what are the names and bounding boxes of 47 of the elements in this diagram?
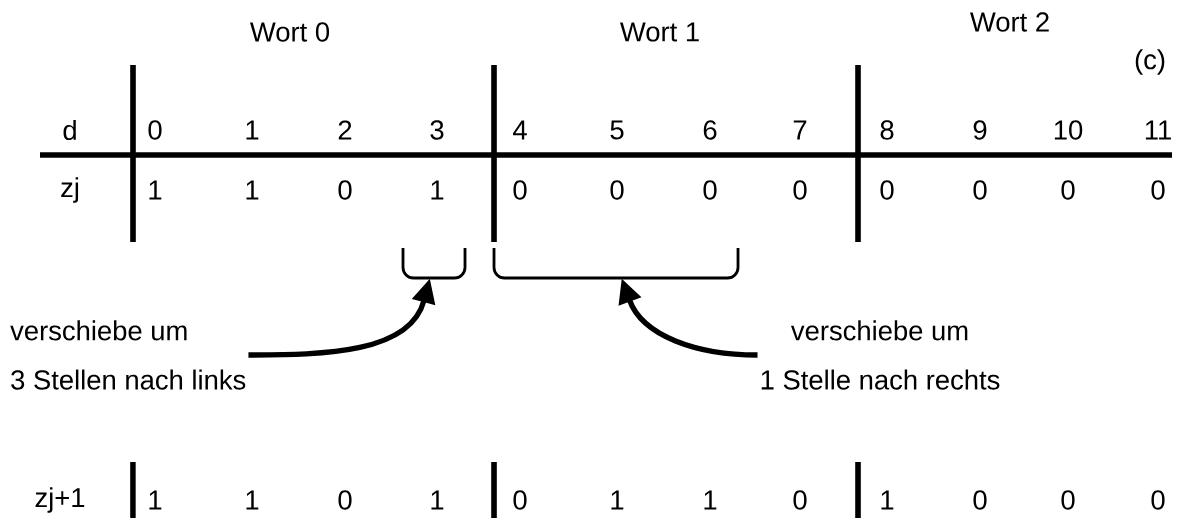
table-cell: 11 <box>1145 120 1171 140</box>
table-cell: 1 <box>149 490 162 510</box>
table-cell: 0 <box>1061 490 1075 510</box>
table-cell: 0 <box>973 180 987 200</box>
table-cell: 0 <box>1151 490 1165 510</box>
table-cell: 0 <box>338 490 352 510</box>
table-cell: 1 <box>246 490 259 510</box>
word-heading: Wort 2 <box>970 12 1049 32</box>
table-cell: 9 <box>973 120 987 140</box>
table-cell: 0 <box>973 490 987 510</box>
table-cell: 0 <box>513 180 527 200</box>
table-cell: 0 <box>513 490 527 510</box>
table-cell: 1 <box>246 120 259 140</box>
table-cell: 0 <box>338 180 352 200</box>
word-heading: Wort 1 <box>620 22 699 42</box>
table-cell: 0 <box>1151 180 1165 200</box>
table-cell: 2 <box>338 120 352 140</box>
table-cell: 7 <box>793 120 807 140</box>
table-cell: 1 <box>431 490 444 510</box>
word-heading: Wort 0 <box>250 22 330 42</box>
table-cell: 0 <box>703 180 717 200</box>
shift-note: verschiebe um 3 Stellen nach links <box>10 320 246 390</box>
table-cell: 5 <box>610 120 624 140</box>
table-cell: 0 <box>1061 180 1075 200</box>
row-label: zj+1 <box>35 487 85 513</box>
panel-letter: (c) <box>1135 49 1165 75</box>
table-cell: 1 <box>149 180 162 200</box>
table-cell: 8 <box>880 120 894 140</box>
table-cell: 0 <box>148 120 162 140</box>
table-cell: 1 <box>431 180 444 200</box>
bracket <box>401 248 467 280</box>
table-cell: 10 <box>1054 120 1083 140</box>
table-cell: 1 <box>246 180 259 200</box>
table-cell: 1 <box>704 490 717 510</box>
table-cell: 1 <box>611 490 624 510</box>
table-cell: 0 <box>793 180 807 200</box>
shift-note: verschiebe um 1 Stelle nach rechts <box>761 320 1000 390</box>
row-label: zj <box>61 177 79 203</box>
table-cell: 1 <box>881 490 894 510</box>
table-cell: 3 <box>430 120 444 140</box>
table-cell: 6 <box>703 120 717 140</box>
table-cell: 0 <box>793 490 807 510</box>
table-cell: 0 <box>880 180 894 200</box>
table-cell: 0 <box>610 180 624 200</box>
row-label: d <box>63 119 76 141</box>
bracket <box>492 248 740 280</box>
table-cell: 4 <box>513 120 527 140</box>
